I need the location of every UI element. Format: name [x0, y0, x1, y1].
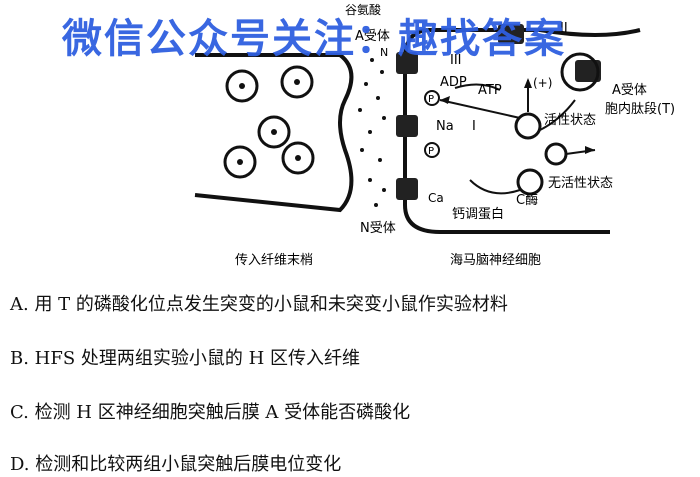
label-roman-one: I	[472, 119, 476, 134]
label-a-receptor-top: A受体	[355, 29, 390, 44]
label-peptide: 胞内肽段(T)	[605, 101, 675, 117]
option-a: A. 用 T 的磷酸化位点发生突变的小鼠和未突变小鼠作实验材料	[10, 294, 508, 315]
watermark: 微信公众号关注：趣找答案	[62, 16, 566, 62]
label-a-receptor-right: A受体	[612, 83, 647, 98]
label-afferent: 传入纤维末梢	[235, 253, 313, 268]
label-c-enzyme: C酶	[516, 192, 538, 208]
label-n-receptor: N受体	[360, 221, 396, 236]
label-n-top: N	[380, 46, 388, 59]
label-calmodulin: 钙调蛋白	[452, 206, 504, 222]
label-glutamate: 谷氨酸	[345, 2, 381, 17]
postsynaptic-membrane	[403, 28, 610, 234]
label-ca: Ca	[428, 191, 444, 205]
option-d: D. 检测和比较两组小鼠突触后膜电位变化	[10, 454, 342, 475]
label-roman-three: III	[450, 53, 462, 68]
label-plus: (+)	[533, 76, 552, 90]
label-hippocampus: 海马脑神经细胞	[450, 253, 541, 268]
synapse-diagram: 谷氨酸 A受体 N III II ADP ATP (+) P Na I P 活性…	[194, 2, 675, 268]
label-roman-two: II	[560, 21, 568, 36]
label-p2: P	[428, 146, 434, 157]
transmitter-dots	[358, 58, 386, 207]
label-adp: ADP	[440, 75, 467, 90]
label-active-state: 活性状态	[544, 113, 596, 128]
label-inactive-state: 无活性状态	[548, 176, 613, 191]
option-b: B. HFS 处理两组实验小鼠的 H 区传入纤维	[10, 348, 361, 369]
label-p1: P	[428, 94, 434, 105]
label-na: Na	[436, 119, 454, 134]
presynaptic-terminal-outline	[194, 53, 354, 213]
label-atp: ATP	[478, 83, 502, 98]
membrane-receptors	[396, 24, 601, 200]
option-c: C. 检测 H 区神经细胞突触后膜 A 受体能否磷酸化	[10, 402, 411, 423]
